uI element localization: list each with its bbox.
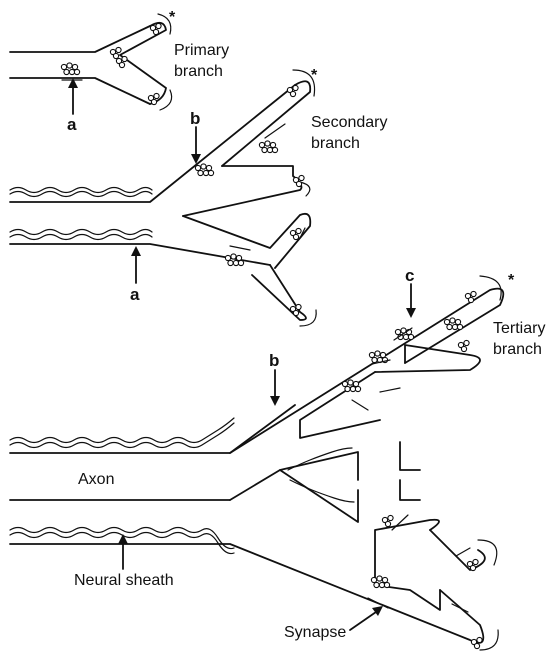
neural-sheath-label: Neural sheath [74, 572, 174, 589]
arrow-c-tertiary [406, 284, 416, 318]
primary-branch-label-line1: Primary [174, 42, 229, 59]
tertiary-branch-label-line2: branch [493, 341, 542, 358]
secondary-branch-label-line1: Secondary [311, 114, 388, 131]
arrow-b-tertiary [270, 370, 280, 406]
primary-branch-structure [10, 14, 172, 110]
arrow-a-secondary [131, 246, 141, 283]
terminal-asterisk-primary: * [169, 9, 176, 26]
arrow-neural-sheath [118, 534, 128, 569]
axon-label: Axon [78, 471, 114, 488]
marker-a-primary: a [67, 115, 77, 134]
arrow-b-secondary [191, 127, 201, 164]
terminal-asterisk-tertiary: * [508, 272, 515, 289]
marker-c-tertiary: c [405, 266, 414, 285]
tertiary-branch-structure [10, 276, 503, 650]
arrow-a-primary [68, 78, 78, 114]
marker-b-tertiary: b [269, 351, 279, 370]
arrow-synapse [350, 606, 383, 630]
synapse-label: Synapse [284, 624, 346, 641]
secondary-branch-label-line2: branch [311, 135, 360, 152]
terminal-asterisk-secondary: * [311, 67, 318, 84]
tertiary-branch-label-line1: Tertiary [493, 320, 545, 337]
marker-a-secondary: a [130, 285, 140, 304]
marker-b-secondary: b [190, 109, 200, 128]
primary-branch-label-line2: branch [174, 63, 223, 80]
